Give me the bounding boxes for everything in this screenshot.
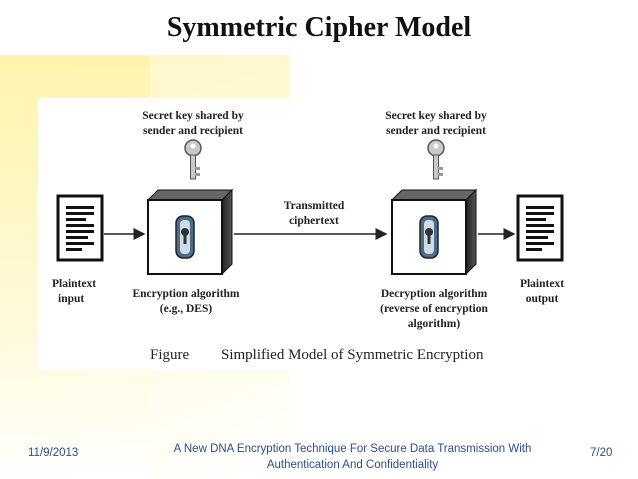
figure-diagram: Secret key shared by sender and recipien… — [52, 110, 564, 363]
footer-page-number: 7/20 — [590, 447, 613, 459]
plaintext-output-label-line2: output — [526, 293, 559, 305]
key-label-left-line2: sender and recipient — [143, 125, 243, 137]
key-label-right-line2: sender and recipient — [386, 125, 486, 137]
footer-date: 11/9/2013 — [28, 447, 79, 459]
decryption-label-line2: (reverse of encryption — [380, 303, 488, 315]
key-label-right-line1: Secret key shared by — [385, 110, 487, 122]
secret-key-right-icon — [427, 139, 445, 180]
key-label-left-line1: Secret key shared by — [142, 110, 244, 122]
slide-title: Symmetric Cipher Model — [166, 12, 472, 43]
decryption-label-line1: Decryption algorithm — [381, 288, 488, 300]
symmetric-cipher-figure: Secret key shared by sender and recipien… — [38, 98, 590, 370]
footer-title: A New DNA Encryption Technique For Secur… — [173, 443, 532, 471]
plaintext-input-document-icon — [56, 194, 104, 262]
plaintext-output-document-icon — [516, 194, 564, 262]
transmitted-label-line2: ciphertext — [289, 215, 339, 227]
plaintext-input-label-line2: input — [58, 293, 84, 305]
figure-caption-prefix: Figure — [150, 347, 190, 363]
plaintext-input-label-line1: Plaintext — [52, 278, 96, 290]
figure-caption-text: Simplified Model of Symmetric Encryption — [221, 347, 484, 363]
transmitted-label-line1: Transmitted — [284, 200, 345, 212]
secret-key-left-icon — [184, 139, 202, 180]
encryption-label-line1: Encryption algorithm — [132, 288, 239, 300]
decryption-box-icon — [390, 188, 478, 276]
encryption-label-line2: (e.g., DES) — [160, 303, 213, 315]
plaintext-output-label-line1: Plaintext — [520, 278, 564, 290]
encryption-box-icon — [146, 188, 234, 276]
decryption-label-line3: algorithm) — [408, 318, 461, 330]
